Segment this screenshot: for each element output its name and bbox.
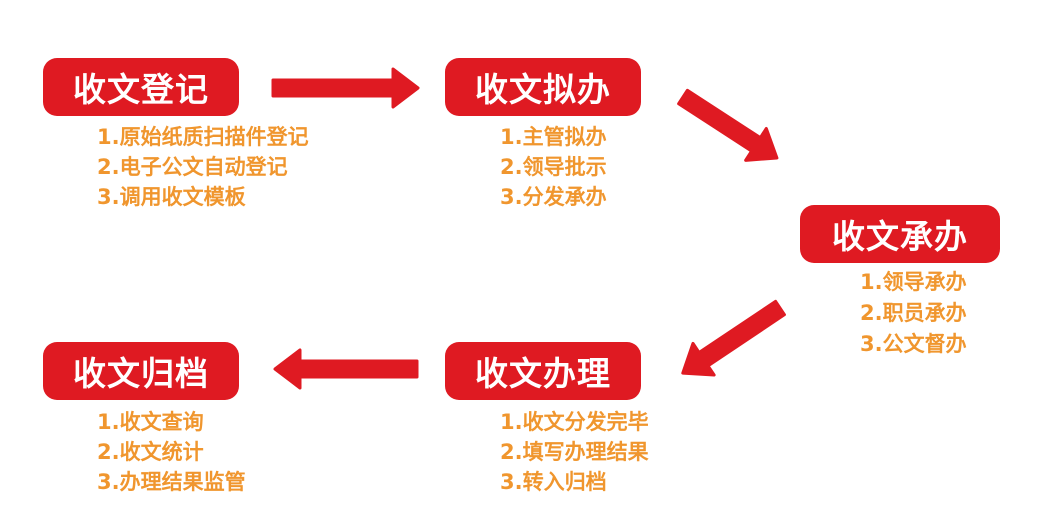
stage-box-propose: 收文拟办 xyxy=(445,58,641,116)
stage-item: 2.填写办理结果 xyxy=(500,440,649,464)
stage-item: 3.分发承办 xyxy=(500,185,607,209)
stage-item: 1.收文查询 xyxy=(97,410,204,434)
stage-box-process: 收文办理 xyxy=(445,342,641,400)
stage-label-register: 收文登记 xyxy=(73,70,209,109)
stage-label-undertake: 收文承办 xyxy=(832,217,968,256)
stage-label-archive: 收文归档 xyxy=(73,354,209,393)
arrow-down-right-icon xyxy=(677,88,779,162)
stage-label-process: 收文办理 xyxy=(475,354,611,393)
stage-item: 2.电子公文自动登记 xyxy=(97,155,288,179)
stage-box-archive: 收文归档 xyxy=(43,342,239,400)
arrow-right-icon xyxy=(271,67,420,109)
stage-item: 2.领导批示 xyxy=(500,155,607,179)
stage-item: 2.职员承办 xyxy=(860,301,967,325)
stage-item: 3.办理结果监管 xyxy=(97,470,246,494)
stage-item: 1.原始纸质扫描件登记 xyxy=(97,125,309,149)
stage-item: 3.公文督办 xyxy=(860,332,967,356)
stage-box-register: 收文登记 xyxy=(43,58,239,116)
stage-item: 1.主管拟办 xyxy=(500,125,607,149)
stage-item: 1.领导承办 xyxy=(860,270,967,294)
arrow-down-left-icon xyxy=(681,299,786,377)
stage-items-undertake: 1.领导承办 2.职员承办 3.公文督办 xyxy=(860,267,967,360)
stage-item: 2.收文统计 xyxy=(97,440,204,464)
stage-items-process: 1.收文分发完毕 2.填写办理结果 3.转入归档 xyxy=(500,407,649,497)
stage-item: 1.收文分发完毕 xyxy=(500,410,649,434)
stage-items-register: 1.原始纸质扫描件登记 2.电子公文自动登记 3.调用收文模板 xyxy=(97,122,309,212)
stage-items-archive: 1.收文查询 2.收文统计 3.办理结果监管 xyxy=(97,407,246,497)
stage-items-propose: 1.主管拟办 2.领导批示 3.分发承办 xyxy=(500,122,607,212)
stage-item: 3.调用收文模板 xyxy=(97,185,246,209)
stage-item: 3.转入归档 xyxy=(500,470,607,494)
stage-label-propose: 收文拟办 xyxy=(475,70,611,109)
stage-box-undertake: 收文承办 xyxy=(800,205,1000,263)
arrow-left-icon xyxy=(273,348,419,390)
